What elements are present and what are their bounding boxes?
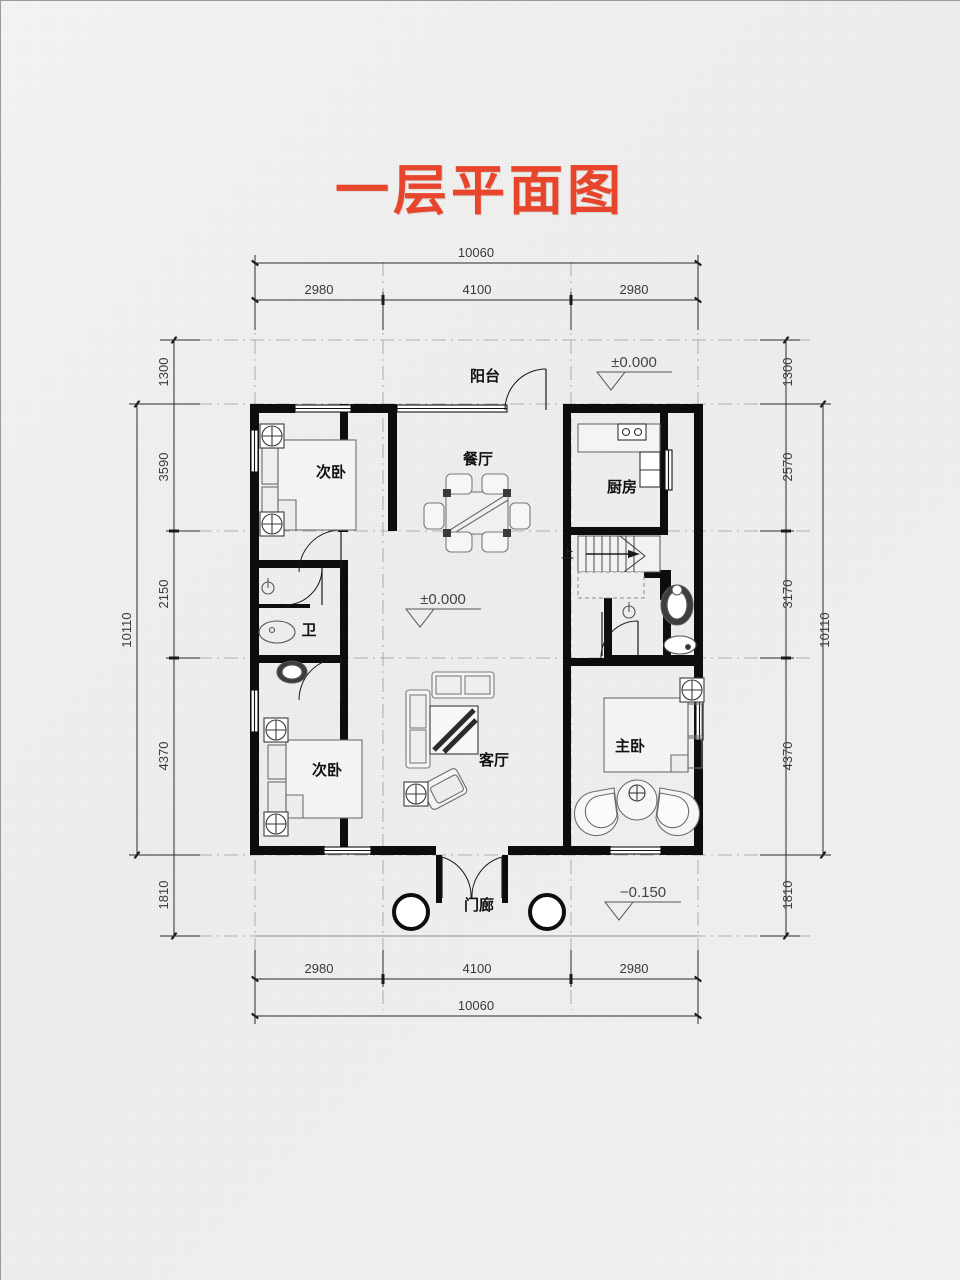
dim-right-seg-4: 4370 [780,742,795,771]
room-label-dining: 餐厅 [463,450,493,468]
furniture-bedroom-2-upper [259,423,357,537]
dim-left-seg-3: 2150 [156,580,171,609]
dim-top-seg-2: 4100 [463,282,492,297]
dimension-chain-top: 10060 2980 4100 2980 [255,245,698,330]
room-label-master-bedroom: 主卧 [615,737,645,755]
dimension-chain-bottom: 2980 4100 2980 10060 [255,950,698,1024]
room-label-kitchen: 厨房 [607,478,637,496]
dim-right-seg-1: 1300 [780,358,795,387]
windows [250,404,704,855]
dimension-chain-right: 1300 2570 3170 4370 1810 10110 [760,340,832,936]
dim-right-seg-5: 1810 [780,881,795,910]
dim-top-seg-1: 2980 [305,282,334,297]
dim-bottom-seg-3: 2980 [620,961,649,976]
dim-bottom-overall: 10060 [458,998,494,1013]
furniture-bathroom-master [622,584,697,655]
furniture-dining-set [423,473,531,553]
staircase [577,535,661,599]
porch-column-right [528,893,566,931]
room-label-bedroom-2-lower: 次卧 [312,761,342,779]
porch-columns [392,893,566,931]
furniture-kitchen [577,423,661,488]
elevation-marker-porch: −0.150 [603,884,681,921]
elevation-value-porch: −0.150 [620,884,666,901]
dim-right-overall: 10110 [817,612,832,647]
doors [284,368,639,899]
furniture-living [403,671,495,810]
dim-left-seg-2: 3590 [156,453,171,482]
porch-column-left [392,893,430,931]
dimension-chain-left: 1300 3590 2150 4370 1810 10110 [119,340,200,936]
dim-left-seg-1: 1300 [156,358,171,387]
dim-top-seg-3: 2980 [620,282,649,297]
elevation-value-center: ±0.000 [420,591,466,608]
page-title: 一层平面图 [335,161,625,221]
furniture-bedroom-2-lower [263,717,363,837]
room-label-porch: 门廊 [464,896,494,914]
dim-right-seg-3: 3170 [780,580,795,609]
room-label-bathroom-left: 卫 [301,622,316,639]
dim-bottom-seg-2: 4100 [463,961,492,976]
dim-left-seg-4: 4370 [156,742,171,771]
elevation-marker-kitchen: ±0.000 [595,354,672,391]
room-label-bedroom-2-upper: 次卧 [316,463,346,481]
room-label-balcony: 阳台 [470,367,500,385]
dim-top-overall: 10060 [458,245,494,260]
furniture-master-bedroom [573,677,705,837]
dim-left-overall: 10110 [119,612,134,647]
room-label-living: 客厅 [478,751,509,769]
dim-left-seg-5: 1810 [156,881,171,910]
dim-right-seg-2: 2570 [780,453,795,482]
dim-bottom-seg-1: 2980 [305,961,334,976]
furniture-bathroom-left [258,578,308,684]
stair-direction-label: 上 [561,546,574,561]
elevation-value-kitchen: ±0.000 [611,354,657,371]
elevation-marker-center: ±0.000 [404,591,481,628]
